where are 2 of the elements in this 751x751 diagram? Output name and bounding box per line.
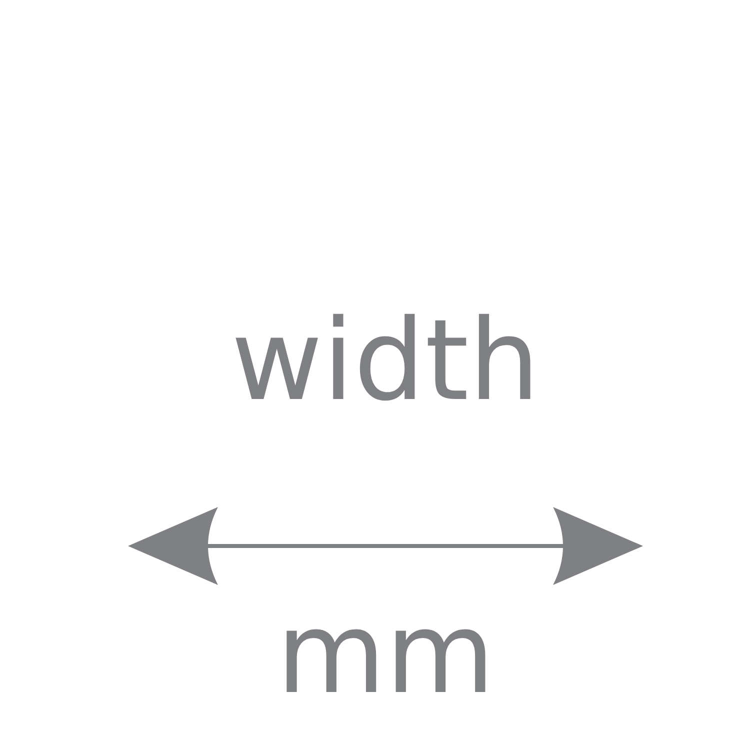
dimension-label: width [231,305,540,417]
dimension-label: mm [276,598,495,710]
